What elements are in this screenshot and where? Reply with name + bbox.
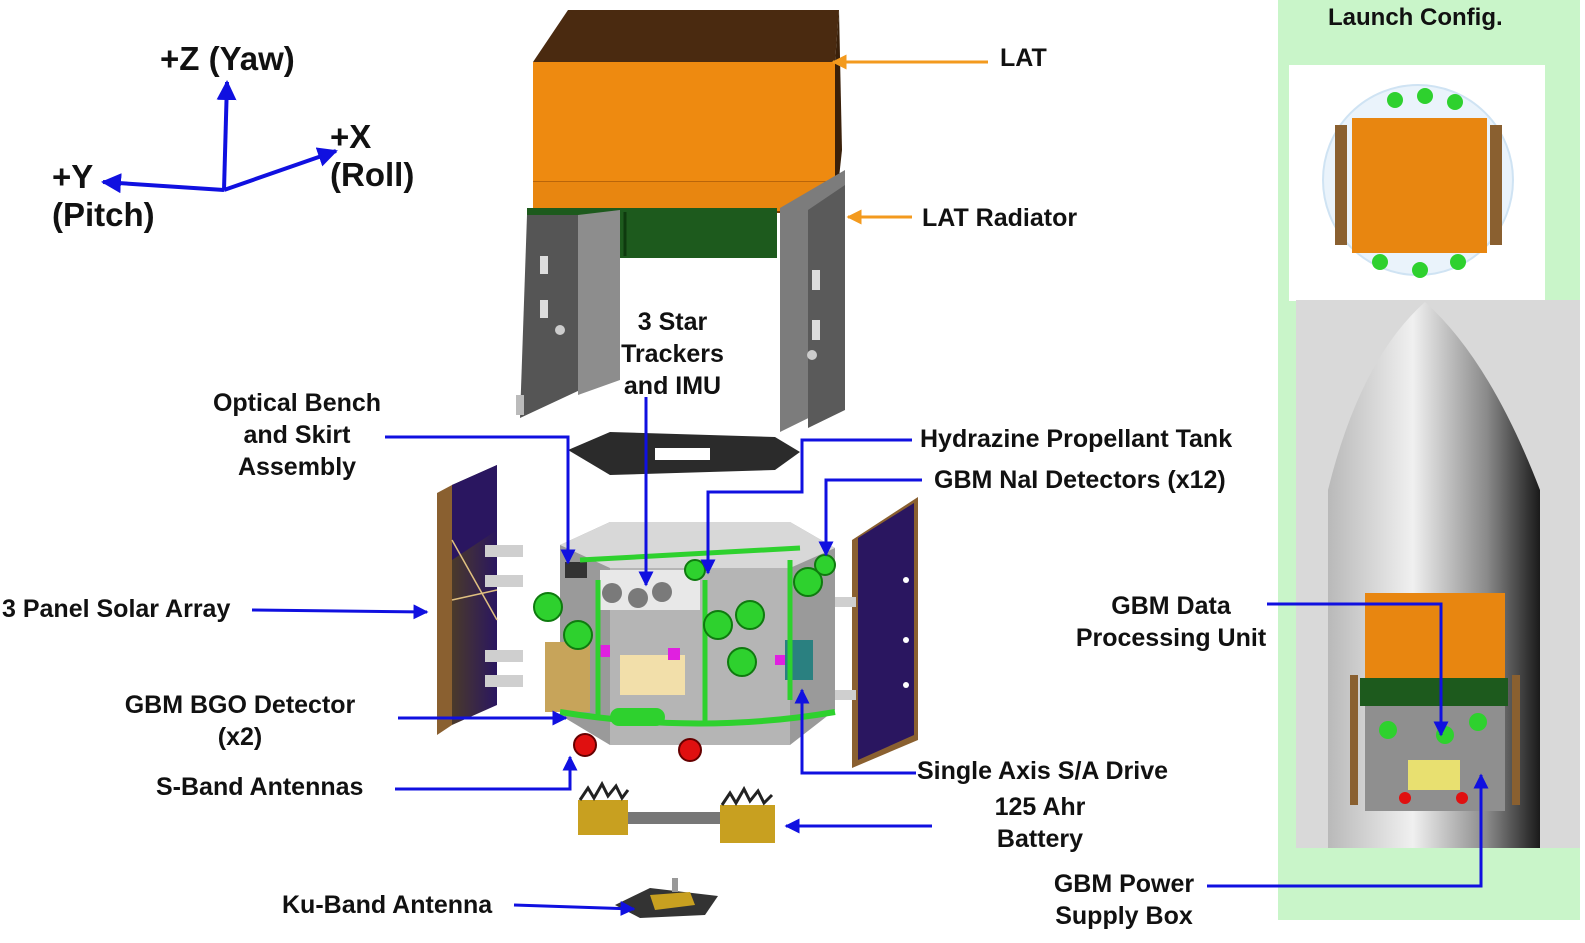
axis-label-z-line-1: +Z (Yaw) [160, 40, 295, 77]
label-battery-line-1: 125 Ahr [994, 793, 1086, 821]
label-ku-band: Ku-Band Antenna [282, 889, 492, 921]
label-single-axis: Single Axis S/A Drive [917, 755, 1168, 787]
z-axis-arrow [216, 80, 237, 191]
label-optical-bench-line-1: Optical Bench [212, 389, 382, 417]
label-lat-line-1: LAT [1000, 44, 1047, 72]
label-gbm-bgo-line-1: GBM BGO Detector [124, 691, 356, 719]
label-gbm-nai-line-1: GBM NaI Detectors (x12) [934, 466, 1226, 494]
leader-ku-band [513, 901, 636, 917]
coordinate-axes [101, 80, 338, 194]
label-battery: 125 Ahr Battery [965, 791, 1115, 855]
label-hydrazine-tank-line-1: Hydrazine Propellant Tank [920, 425, 1233, 453]
label-gbm-dpu: GBM Data Processing Unit [1060, 590, 1282, 654]
x-axis-arrow [223, 147, 338, 192]
label-lat: LAT [1000, 42, 1047, 74]
leader-single-axis [794, 688, 916, 775]
label-gbm-dpu-line-2: Processing Unit [1075, 624, 1267, 652]
label-hydrazine-tank: Hydrazine Propellant Tank [920, 423, 1232, 455]
leader-hydrazine [700, 438, 912, 575]
gbm-detectors [533, 554, 836, 677]
axis-label-x-line-1: +X [330, 118, 372, 155]
label-optical-bench: Optical Bench and Skirt Assembly [197, 387, 397, 483]
label-gbm-psb-line-2: Supply Box [1055, 902, 1193, 930]
lat-radiator [516, 170, 845, 432]
axis-label-x-line-2: (Roll) [330, 156, 415, 193]
axis-label-y-line-2: (Pitch) [52, 196, 155, 233]
axis-label-x: +X (Roll) [330, 118, 414, 194]
label-optical-bench-line-3: Assembly [237, 453, 357, 481]
label-battery-line-2: Battery [996, 825, 1084, 853]
axis-label-z: +Z (Yaw) [160, 40, 295, 78]
label-lat-radiator: LAT Radiator [922, 202, 1077, 234]
label-star-trackers-line-2: Trackers [621, 340, 724, 368]
label-star-trackers-line-1: 3 Star [637, 308, 708, 336]
axis-label-y-line-1: +Y [52, 158, 94, 195]
label-lat-radiator-line-1: LAT Radiator [922, 204, 1078, 232]
label-gbm-dpu-line-1: GBM Data [1111, 592, 1231, 620]
s-band-antenna-dishes [573, 733, 702, 762]
label-s-band: S-Band Antennas [156, 771, 363, 803]
launch-config-title: Launch Config. [1328, 2, 1503, 34]
launch-config-title-text: Launch Config. [1328, 4, 1503, 31]
label-ku-band-line-1: Ku-Band Antenna [282, 891, 493, 919]
leader-solar-array [251, 604, 429, 620]
label-s-band-line-1: S-Band Antennas [156, 773, 364, 801]
launch-config-panel [1278, 0, 1580, 920]
label-gbm-bgo: GBM BGO Detector (x2) [110, 689, 370, 753]
ku-band-antenna [615, 878, 718, 918]
leader-gbm-nai [818, 478, 922, 557]
label-solar-array-line-1: 3 Panel Solar Array [2, 595, 231, 623]
y-axis-arrow [101, 173, 225, 194]
leader-optical-bench [385, 435, 576, 565]
leader-s-band [395, 755, 578, 791]
label-star-trackers-line-3: and IMU [623, 372, 722, 400]
leader-gbm-dpu [1267, 602, 1449, 737]
label-gbm-psb-line-1: GBM Power [1053, 870, 1195, 898]
leader-gbm-psb [1207, 773, 1489, 888]
lat-instrument [533, 10, 842, 215]
axis-label-y: +Y (Pitch) [52, 158, 155, 234]
label-solar-array: 3 Panel Solar Array [2, 593, 230, 625]
label-star-trackers: 3 Star Trackers and IMU [600, 306, 745, 402]
label-optical-bench-line-2: and Skirt [243, 421, 351, 449]
label-gbm-psb: GBM Power Supply Box [1040, 868, 1208, 932]
leader-lines [251, 54, 1489, 917]
battery-pack [578, 780, 775, 843]
label-gbm-nai: GBM NaI Detectors (x12) [934, 464, 1226, 496]
left-solar-array [437, 465, 523, 735]
label-gbm-bgo-line-2: (x2) [217, 723, 263, 751]
label-single-axis-line-1: Single Axis S/A Drive [917, 757, 1169, 785]
right-solar-array [826, 497, 918, 768]
